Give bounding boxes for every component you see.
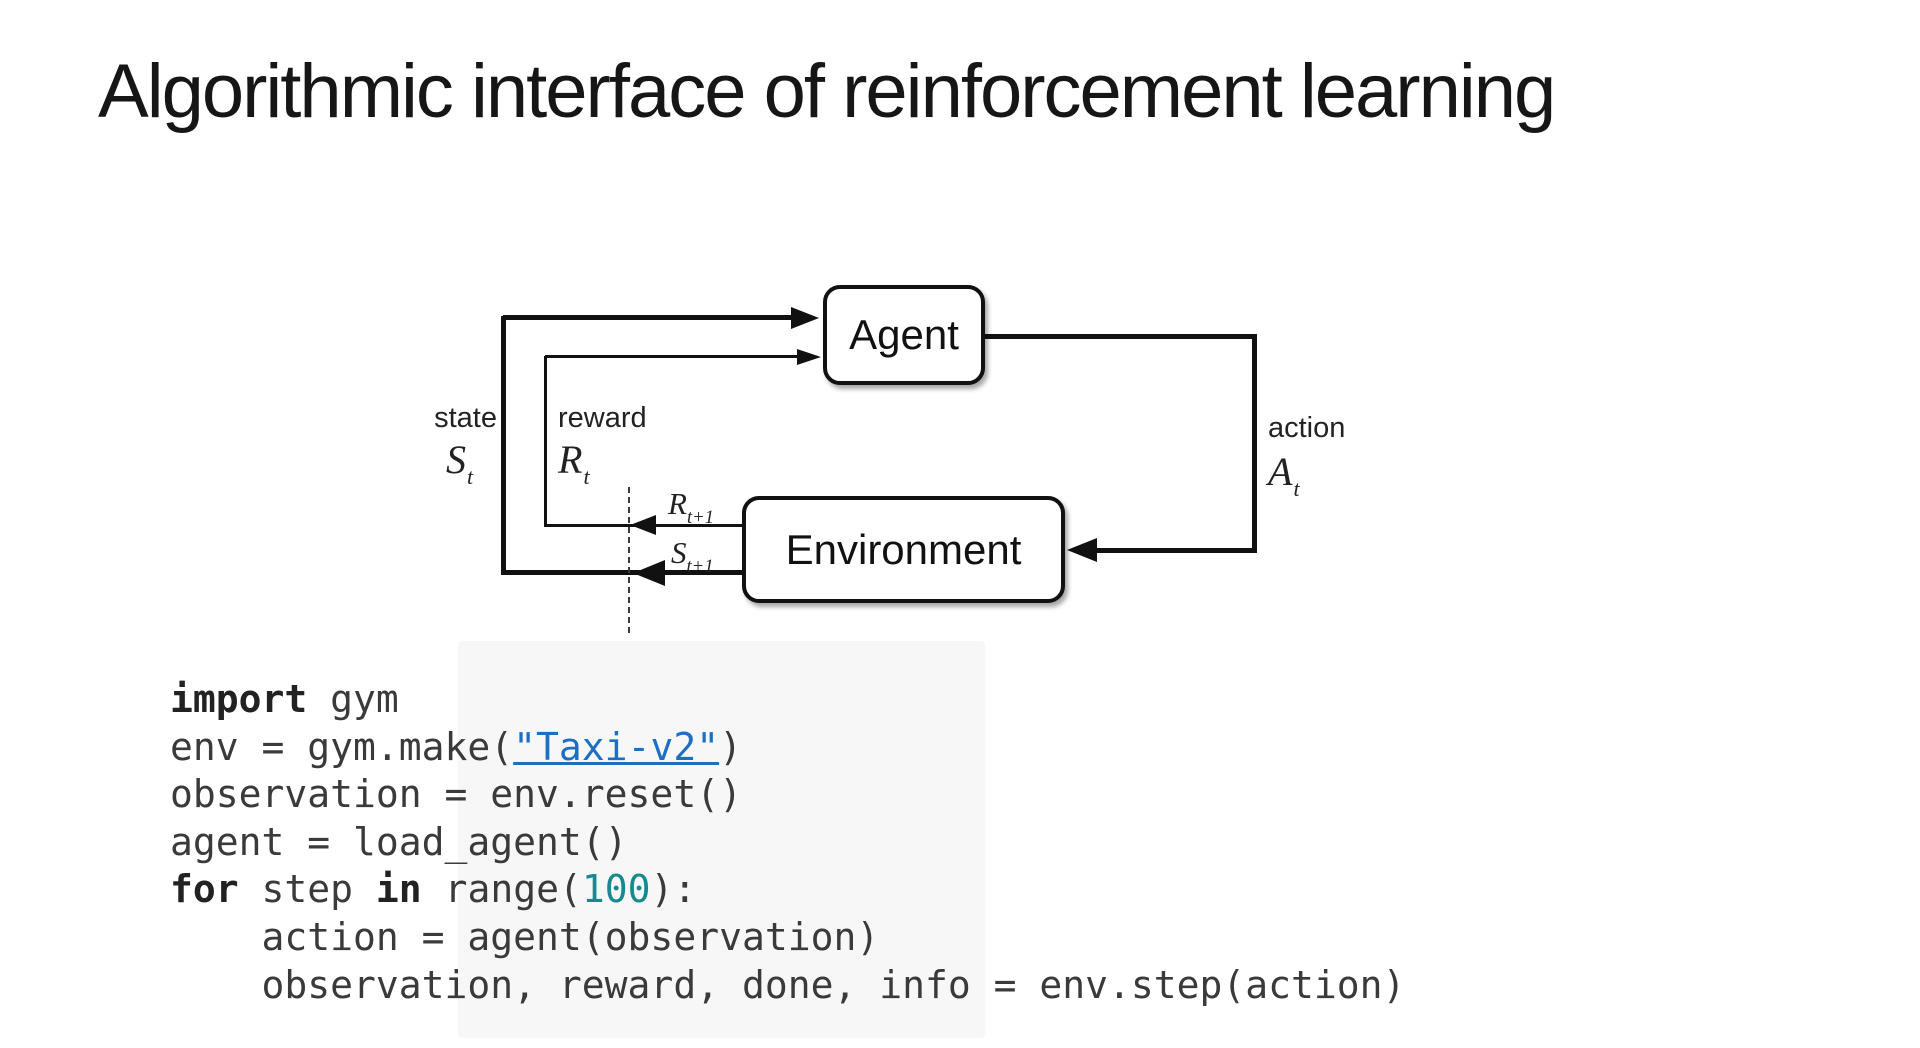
code-line: import gym [170,676,1405,724]
action-line-bottom [1095,548,1257,553]
taxi-v2-link[interactable]: "Taxi-v2" [513,724,720,769]
keyword-token: in [375,867,422,912]
code-snippet: import gym env = gym.make("Taxi-v2") obs… [170,676,1405,1009]
environment-label: Environment [785,525,1022,573]
code-background [458,641,985,1038]
code-line: env = gym.make("Taxi-v2") [170,724,1405,772]
reward-symbol: Rt [558,437,590,489]
code-text: env = gym.make( [170,724,514,769]
reward-line-vertical [544,356,547,527]
next-state-line-bottom [503,570,742,575]
agent-label: Agent [849,311,959,358]
state-symbol: St [446,437,474,489]
action-line-top [985,334,1257,339]
state-line-vertical [501,316,506,575]
state-arrowhead-into-agent-icon [791,307,819,329]
code-line: agent = load_agent() [170,819,628,864]
code-line: for step in range(100): [170,866,1405,914]
state-line-top [503,315,795,320]
next-reward-arrowhead-icon [630,515,656,535]
action-symbol: At [1268,449,1300,501]
keyword-token: import [170,677,308,721]
next-reward-symbol: Rt+1 [668,486,714,529]
code-text: range( [421,867,582,912]
code-line: observation, reward, done, info = env.st… [170,962,1406,1007]
action-line-vertical [1252,335,1257,553]
next-state-arrowhead-icon [633,560,665,586]
next-state-symbol: St+1 [671,535,714,578]
code-line: observation = env.reset() [170,772,742,817]
state-label: state [434,402,497,434]
code-text: step [238,867,376,912]
code-text: gym [307,677,399,721]
agent-box: Agent [823,285,985,385]
reward-arrowhead-into-agent-icon [797,349,821,365]
number-token: 100 [581,867,651,912]
code-text: ): [650,867,697,912]
reward-line-top [545,355,797,358]
code-text: ) [719,724,742,769]
action-arrowhead-into-environment-icon [1067,538,1097,562]
timestep-dashed-line [628,487,630,633]
action-label: action [1268,412,1346,444]
reward-label: reward [558,402,647,434]
page-title: Algorithmic interface of reinforcement l… [98,49,1556,134]
environment-box: Environment [742,496,1065,603]
keyword-token: for [170,867,239,912]
code-line: action = agent(observation) [170,914,880,959]
